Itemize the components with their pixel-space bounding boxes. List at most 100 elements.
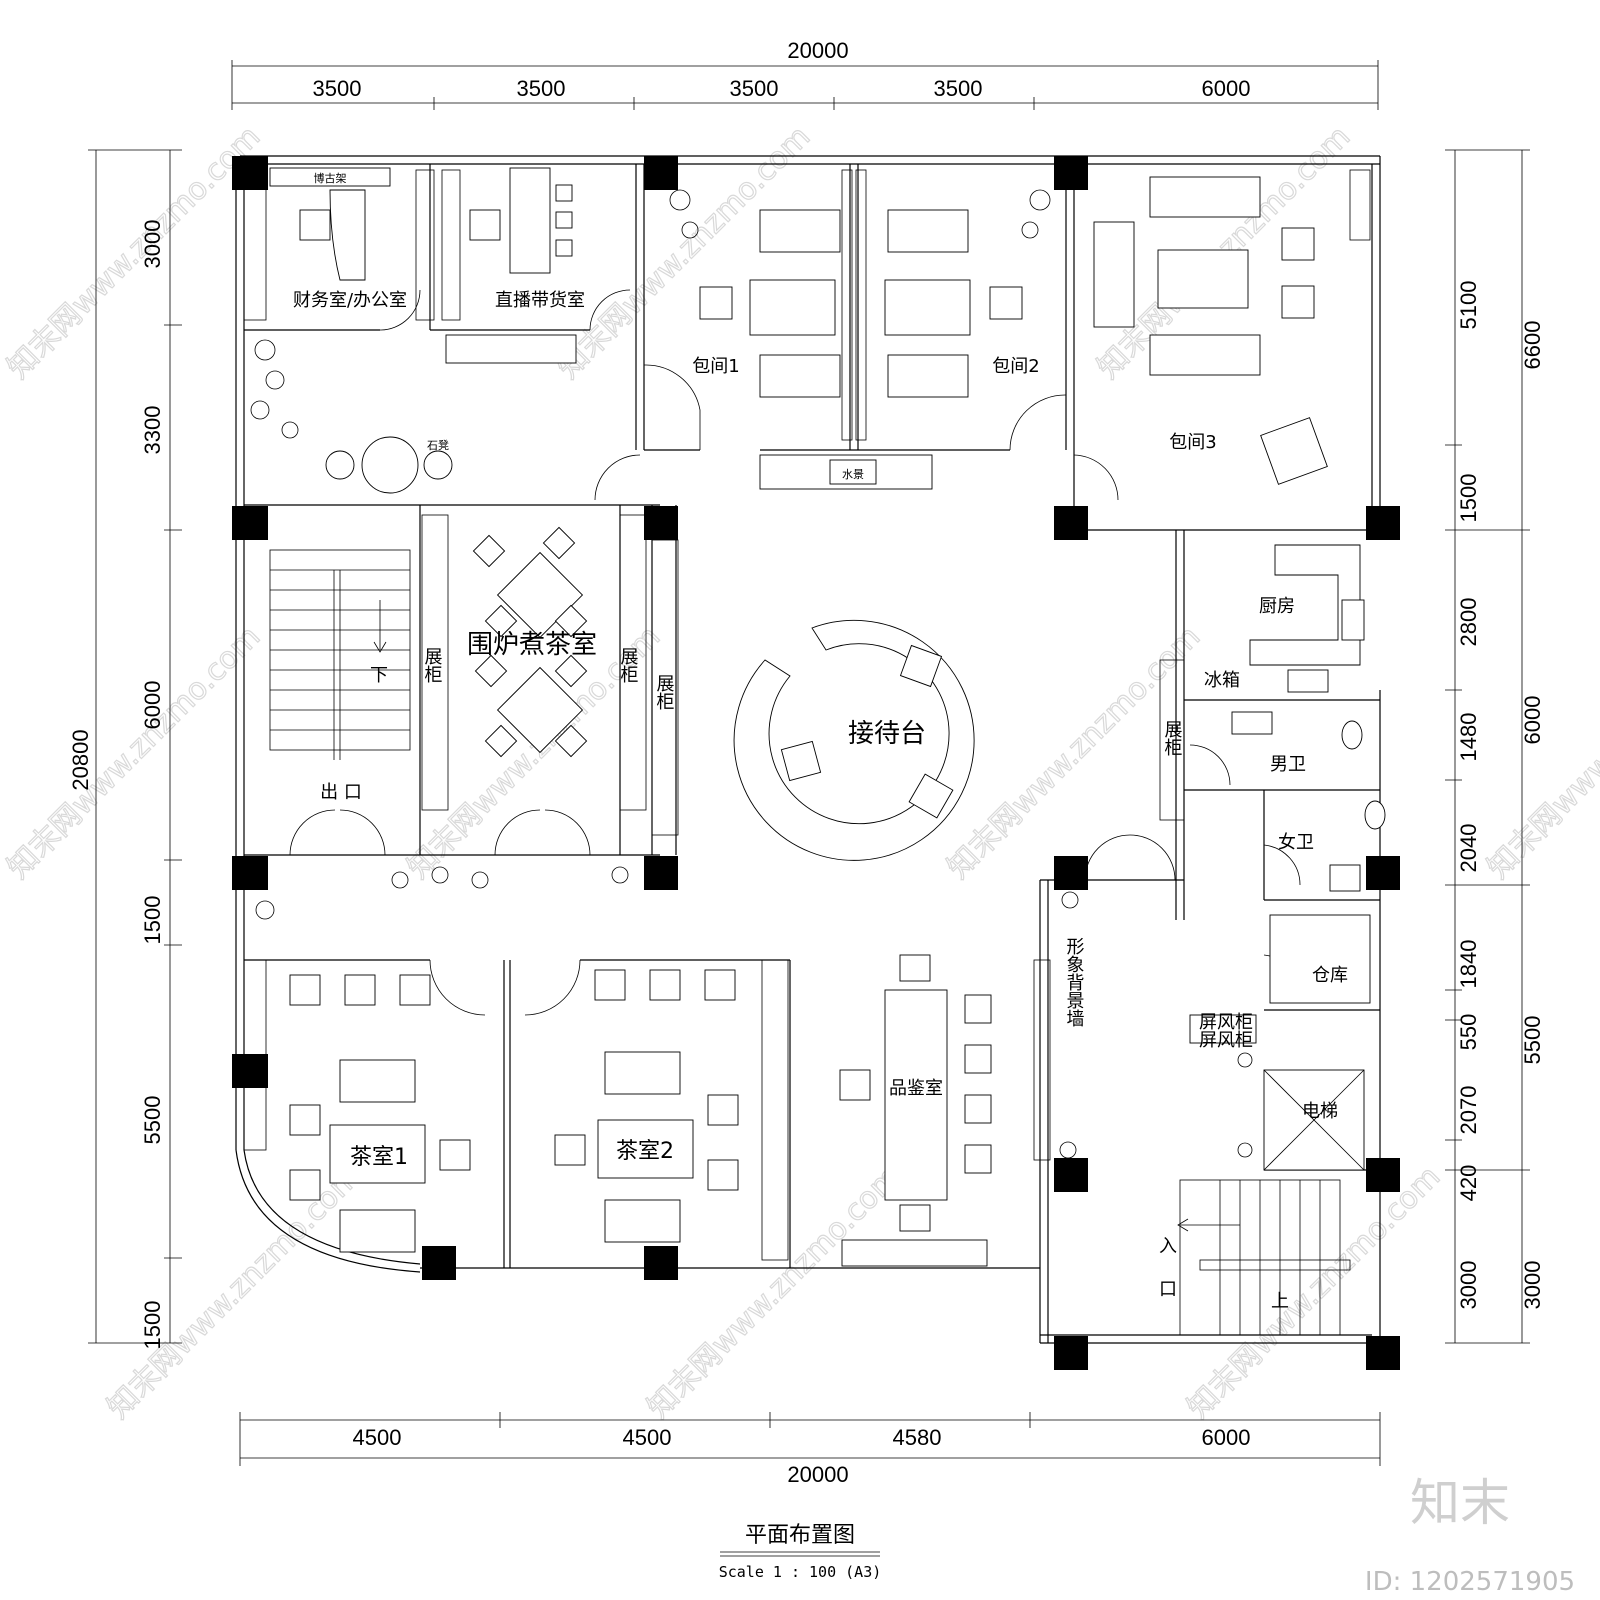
label-womens-restroom: 女卫: [1278, 832, 1314, 853]
dim-right-seg: 420: [1456, 1165, 1481, 1202]
room-labels: 财务室/办公室 直播带货室 包间1 包间2 包间3 水景 石凳 博古架 围炉煮茶…: [293, 172, 1348, 1312]
dim-right-seg: 550: [1456, 1014, 1481, 1051]
dim-right-seg: 2800: [1456, 598, 1481, 647]
dim-top-seg: 3500: [934, 76, 983, 101]
chair: [899, 644, 943, 688]
cabinet: [841, 1239, 988, 1267]
chair: [704, 969, 736, 1001]
chair: [399, 974, 431, 1006]
label-kitchen: 厨房: [1259, 596, 1295, 617]
dim-left-seg: 1500: [140, 1301, 165, 1350]
label-display-cabinet: 展柜: [618, 647, 639, 683]
sofa: [759, 209, 841, 253]
armchair: [699, 286, 733, 320]
dim-bottom-seg: 4500: [623, 1425, 672, 1450]
chair: [594, 969, 626, 1001]
dim-left-seg: 3300: [140, 406, 165, 455]
label-private-room-3: 包间3: [1169, 432, 1216, 453]
dim-top-seg: 3500: [730, 76, 779, 101]
east-staircase: [1177, 1179, 1351, 1336]
stone-stool: [423, 450, 453, 480]
label-bookshelf: 博古架: [314, 172, 347, 185]
reception-desk: [733, 619, 975, 861]
label-elevator: 电梯: [1302, 1101, 1338, 1122]
dim-bottom-total: 20000: [787, 1462, 848, 1487]
stove: [1341, 599, 1365, 641]
display-cabinets: [243, 169, 1371, 1261]
screen-cabinet: [1189, 1014, 1257, 1044]
sofa: [604, 1051, 681, 1095]
label-tea-fire-room: 围炉煮茶室: [467, 630, 597, 660]
west-staircase: [269, 549, 411, 760]
dim-left-seg: 1500: [140, 896, 165, 945]
dim-right-seg: 1480: [1456, 713, 1481, 762]
dim-left-total: 20800: [68, 729, 93, 790]
label-stone-bench: 石凳: [427, 438, 449, 452]
chair: [707, 1159, 739, 1191]
sofa: [1093, 221, 1135, 328]
label-stairs-up: 上: [1271, 1291, 1289, 1312]
stool: [555, 239, 573, 257]
chair: [964, 1144, 992, 1174]
drawing-title: 平面布置图: [745, 1523, 855, 1548]
dim-bottom-seg: 6000: [1202, 1425, 1251, 1450]
stool: [555, 211, 573, 229]
label-entry: 口: [1159, 1279, 1177, 1300]
chair: [780, 740, 822, 782]
chair: [649, 969, 681, 1001]
dim-right-seg: 1500: [1456, 474, 1481, 523]
label-stairs-down: 下: [370, 665, 388, 686]
label-display-cabinet: 展柜: [422, 647, 443, 683]
office-chair: [469, 209, 501, 241]
wash-basin: [1231, 711, 1273, 735]
label-fridge: 冰箱: [1204, 670, 1240, 691]
drawing-title-block: 平面布置图 Scale 1 : 100 (A3): [719, 1523, 882, 1581]
storage-rack: [1269, 914, 1371, 1004]
sofa: [339, 1059, 416, 1103]
watermark: 知末网www.znzmo.com: [1181, 1159, 1447, 1425]
stone-table: [361, 436, 419, 494]
watermark: 知末网www.znzmo.com: [1, 119, 267, 385]
furniture: [269, 167, 1386, 1267]
sofa: [1149, 176, 1261, 218]
chair: [908, 773, 954, 819]
stone-stool: [325, 450, 355, 480]
dim-right-seg: 2040: [1456, 824, 1481, 873]
label-screen-cabinet: 屏风柜: [1199, 1030, 1253, 1051]
watermark: 知末网www.znzmo.com: [551, 119, 817, 385]
label-tasting-room: 品鉴室: [889, 1078, 943, 1099]
chair: [839, 1069, 871, 1101]
chair: [707, 1094, 739, 1126]
toilet: [1364, 800, 1386, 830]
tea-table: [597, 1119, 694, 1179]
label-mens-restroom: 男卫: [1270, 754, 1306, 775]
dimension-labels: 20000 3500 3500 3500 3500 6000 4500 4500…: [68, 38, 1545, 1487]
sofa: [339, 1209, 416, 1253]
bookshelf: [269, 167, 391, 187]
tea-table: [329, 1124, 426, 1184]
tea-table: [496, 666, 584, 754]
dim-right-seg: 5100: [1456, 281, 1481, 330]
plant-decor: [250, 189, 1253, 1159]
chair: [899, 1204, 931, 1232]
stool: [555, 184, 573, 202]
dim-right-seg: 2070: [1456, 1086, 1481, 1135]
wash-basin: [1329, 864, 1361, 892]
label-water-feature: 水景: [842, 468, 864, 481]
dim-top-total: 20000: [787, 38, 848, 63]
label-entry: 入: [1159, 1236, 1177, 1257]
dim-top-seg: 3500: [313, 76, 362, 101]
chair: [964, 994, 992, 1024]
watermark: 知末网www.znzmo.com: [1, 619, 267, 885]
chair: [344, 974, 376, 1006]
sofa: [887, 209, 969, 253]
label-image-wall: 形象背景墙: [1064, 937, 1085, 1027]
watermark: 知末网www.znzmo.com: [101, 1159, 367, 1425]
sofa: [759, 354, 841, 398]
chair: [964, 1044, 992, 1074]
dim-bottom-seg: 4500: [353, 1425, 402, 1450]
drawing-scale: Scale 1 : 100 (A3): [719, 1563, 882, 1581]
dim-right-seg: 3000: [1456, 1261, 1481, 1310]
brand-logo: 知末: [1410, 1474, 1510, 1532]
dim-left-seg: 5500: [140, 1096, 165, 1145]
